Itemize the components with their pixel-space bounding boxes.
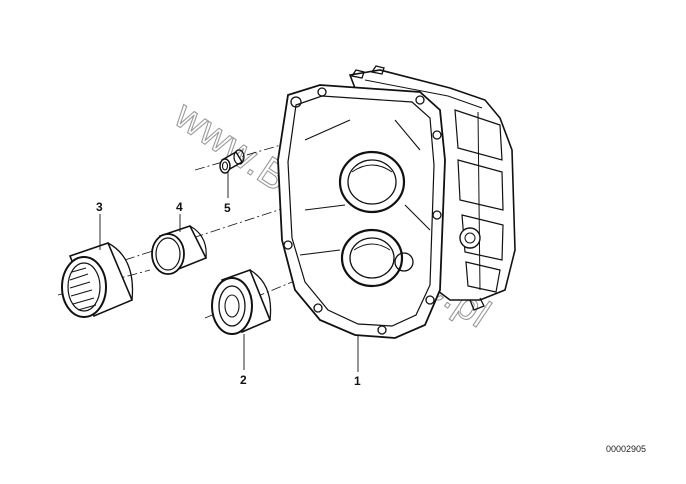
callout-5: 5 bbox=[224, 201, 231, 215]
callout-3: 3 bbox=[96, 200, 103, 214]
leader-lines bbox=[99, 172, 359, 372]
part-5-sleeve bbox=[219, 149, 245, 174]
part-4-ring bbox=[151, 225, 208, 275]
document-number: 00002905 bbox=[605, 444, 646, 454]
callout-1: 1 bbox=[354, 374, 361, 388]
part-2-ball-bearing bbox=[211, 268, 272, 335]
gearbox-housing bbox=[277, 65, 516, 339]
callout-2: 2 bbox=[240, 373, 247, 387]
part-3-needle-bearing bbox=[61, 242, 134, 318]
callout-4: 4 bbox=[176, 200, 183, 214]
